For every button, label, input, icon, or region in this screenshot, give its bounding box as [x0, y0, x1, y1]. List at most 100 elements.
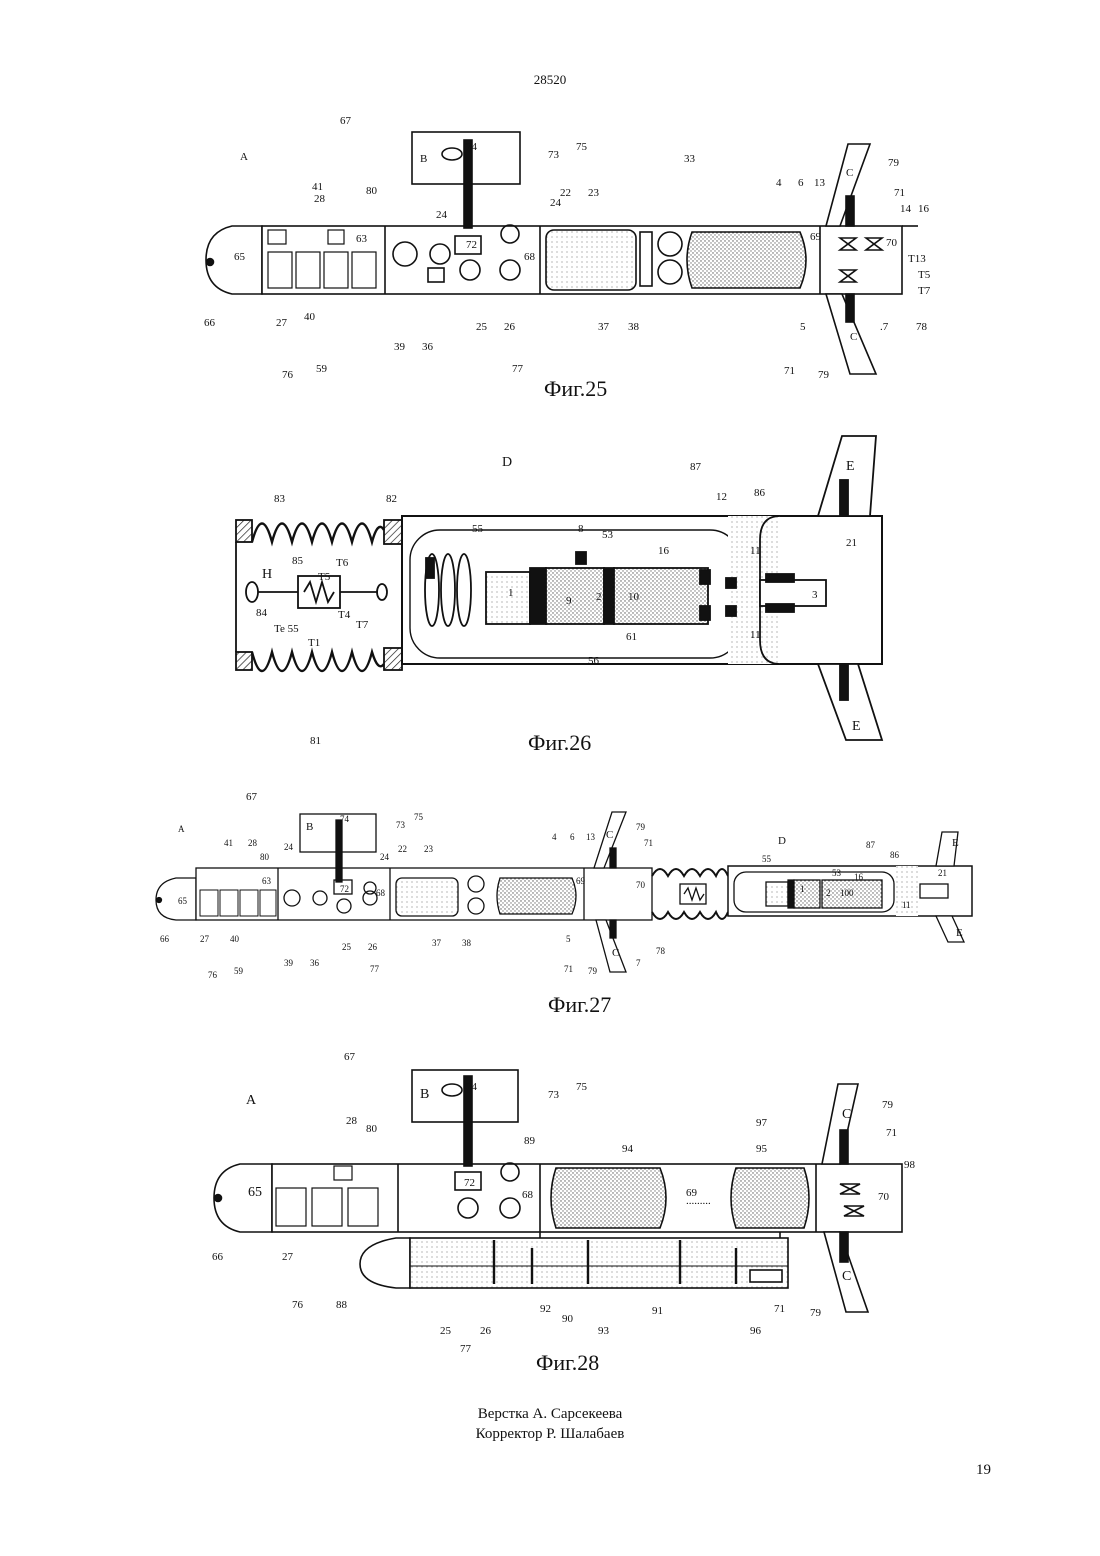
svg-text:80: 80	[260, 852, 270, 862]
svg-text:69: 69	[810, 231, 822, 243]
svg-text:79: 79	[888, 157, 900, 169]
svg-text:T7: T7	[356, 619, 369, 631]
svg-text:40: 40	[304, 311, 316, 323]
svg-text:6: 6	[798, 177, 804, 189]
svg-text:79: 79	[636, 822, 646, 832]
svg-text:82: 82	[386, 493, 397, 505]
figure-25	[206, 132, 918, 374]
svg-text:66: 66	[204, 317, 216, 329]
svg-text:41: 41	[312, 181, 323, 193]
svg-text:37: 37	[432, 938, 442, 948]
svg-text:71: 71	[894, 187, 905, 199]
svg-text:B: B	[420, 1087, 429, 1102]
svg-text:67: 67	[340, 115, 352, 127]
svg-text:100: 100	[840, 888, 854, 898]
svg-text:16: 16	[918, 203, 930, 215]
svg-text:C: C	[842, 1269, 851, 1284]
svg-text:67: 67	[246, 791, 258, 803]
svg-text:98: 98	[904, 1159, 916, 1171]
svg-text:11: 11	[750, 545, 761, 557]
svg-text:8: 8	[578, 523, 584, 535]
svg-text:72: 72	[466, 239, 477, 251]
svg-text:.........: .........	[686, 1195, 711, 1207]
svg-text:21: 21	[846, 537, 857, 549]
svg-text:2: 2	[826, 888, 831, 898]
svg-text:13: 13	[814, 177, 826, 189]
svg-text:92: 92	[540, 1303, 551, 1315]
svg-text:C: C	[842, 1107, 851, 1122]
svg-text:6: 6	[570, 832, 575, 842]
svg-text:E: E	[952, 837, 959, 849]
svg-text:77: 77	[460, 1343, 472, 1355]
svg-text:73: 73	[548, 149, 560, 161]
svg-text:63: 63	[356, 233, 368, 245]
svg-text:.7: .7	[880, 321, 889, 333]
svg-text:84: 84	[256, 607, 268, 619]
svg-text:22: 22	[398, 844, 407, 854]
svg-text:87: 87	[690, 461, 702, 473]
svg-text:23: 23	[588, 187, 600, 199]
svg-text:70: 70	[886, 237, 898, 249]
svg-text:28: 28	[346, 1115, 358, 1127]
svg-text:A: A	[240, 151, 248, 163]
svg-text:T5: T5	[318, 571, 331, 583]
svg-text:63: 63	[262, 876, 272, 886]
svg-text:75: 75	[414, 812, 424, 822]
svg-text:2: 2	[596, 591, 602, 603]
svg-text:41: 41	[224, 838, 233, 848]
svg-text:16: 16	[658, 545, 670, 557]
svg-text:72: 72	[464, 1177, 475, 1189]
svg-text:24: 24	[284, 842, 294, 852]
svg-text:79: 79	[882, 1099, 894, 1111]
svg-text:77: 77	[370, 964, 380, 974]
svg-text:68: 68	[524, 251, 536, 263]
svg-text:71: 71	[774, 1303, 785, 1315]
svg-text:68: 68	[522, 1189, 534, 1201]
svg-text:B: B	[420, 153, 427, 165]
svg-text:79: 79	[588, 966, 598, 976]
svg-text:22: 22	[560, 187, 571, 199]
svg-text:E: E	[852, 719, 861, 734]
svg-text:73: 73	[548, 1089, 560, 1101]
svg-text:21: 21	[938, 868, 947, 878]
svg-text:E: E	[956, 927, 963, 939]
svg-text:71: 71	[564, 964, 573, 974]
svg-text:E: E	[846, 459, 855, 474]
svg-text:C: C	[850, 331, 857, 343]
svg-text:94: 94	[622, 1143, 634, 1155]
svg-text:39: 39	[394, 341, 406, 353]
svg-text:T1: T1	[308, 637, 320, 649]
svg-text:28: 28	[248, 838, 258, 848]
svg-text:5: 5	[800, 321, 806, 333]
figure-28-caption: Фиг.28	[536, 1350, 599, 1375]
svg-text:11: 11	[750, 629, 761, 641]
svg-text:76: 76	[292, 1299, 304, 1311]
svg-text:26: 26	[368, 942, 378, 952]
svg-text:86: 86	[890, 850, 900, 860]
svg-text:71: 71	[784, 365, 795, 377]
svg-text:71: 71	[644, 838, 653, 848]
svg-text:40: 40	[230, 934, 240, 944]
svg-text:74: 74	[466, 1081, 478, 1093]
svg-text:1: 1	[508, 587, 514, 599]
svg-text:D: D	[778, 835, 786, 847]
svg-text:86: 86	[754, 487, 766, 499]
svg-text:55: 55	[762, 854, 772, 864]
figure-28	[214, 1070, 902, 1312]
svg-text:D: D	[502, 455, 512, 470]
svg-text:38: 38	[462, 938, 472, 948]
layout-credit: Верстка А. Сарсекеева	[0, 1404, 1100, 1424]
svg-text:80: 80	[366, 1123, 378, 1135]
svg-text:70: 70	[878, 1191, 890, 1203]
svg-text:36: 36	[422, 341, 434, 353]
svg-text:37: 37	[598, 321, 610, 333]
svg-text:T7: T7	[918, 285, 931, 297]
figure-27-caption: Фиг.27	[548, 992, 611, 1017]
svg-text:73: 73	[396, 820, 406, 830]
svg-text:27: 27	[282, 1251, 294, 1263]
svg-text:85: 85	[292, 555, 304, 567]
svg-text:7: 7	[636, 958, 641, 968]
svg-text:70: 70	[636, 880, 646, 890]
svg-text:66: 66	[160, 934, 170, 944]
